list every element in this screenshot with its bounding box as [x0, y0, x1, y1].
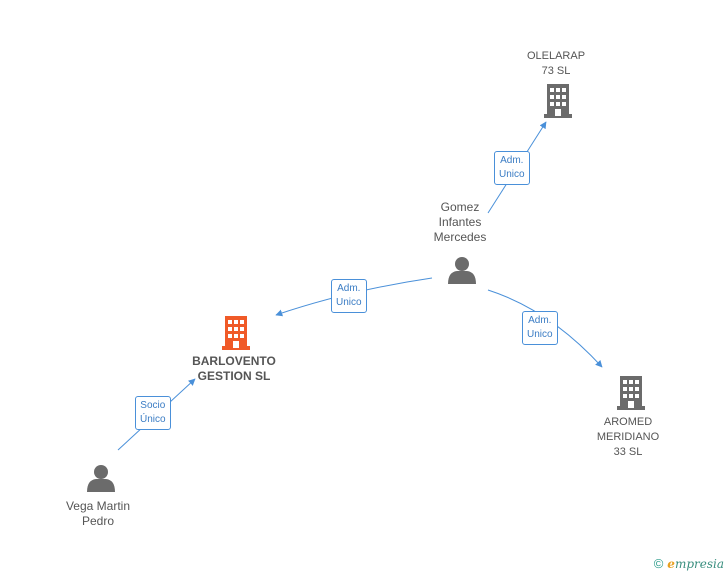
building-icon[interactable] [222, 316, 250, 350]
node-label-aromed[interactable]: AROMED MERIDIANO 33 SL [596, 416, 660, 458]
edge-label-gomez-aromed: Adm. Unico [522, 311, 558, 345]
edge-label-gomez-olelarap: Adm. Unico [494, 151, 530, 185]
edge-label-gomez-barlovento: Adm. Unico [331, 279, 367, 313]
edge-label-vega-barlovento: Socio Único [135, 396, 171, 430]
node-label-olelarap[interactable]: OLELARAP 73 SL [526, 50, 586, 77]
brand-logo: empresia [667, 556, 724, 571]
building-icon[interactable] [617, 376, 645, 410]
node-label-vega[interactable]: Vega Martin Pedro [65, 499, 131, 528]
person-icon[interactable] [448, 257, 476, 284]
person-icon[interactable] [87, 465, 115, 492]
footer-brand: © empresia [654, 556, 724, 571]
node-label-gomez[interactable]: Gomez Infantes Mercedes [433, 200, 487, 244]
copyright-symbol: © [653, 556, 664, 571]
building-icon[interactable] [544, 84, 572, 118]
node-label-barlovento[interactable]: BARLOVENTO GESTION SL [192, 354, 276, 383]
